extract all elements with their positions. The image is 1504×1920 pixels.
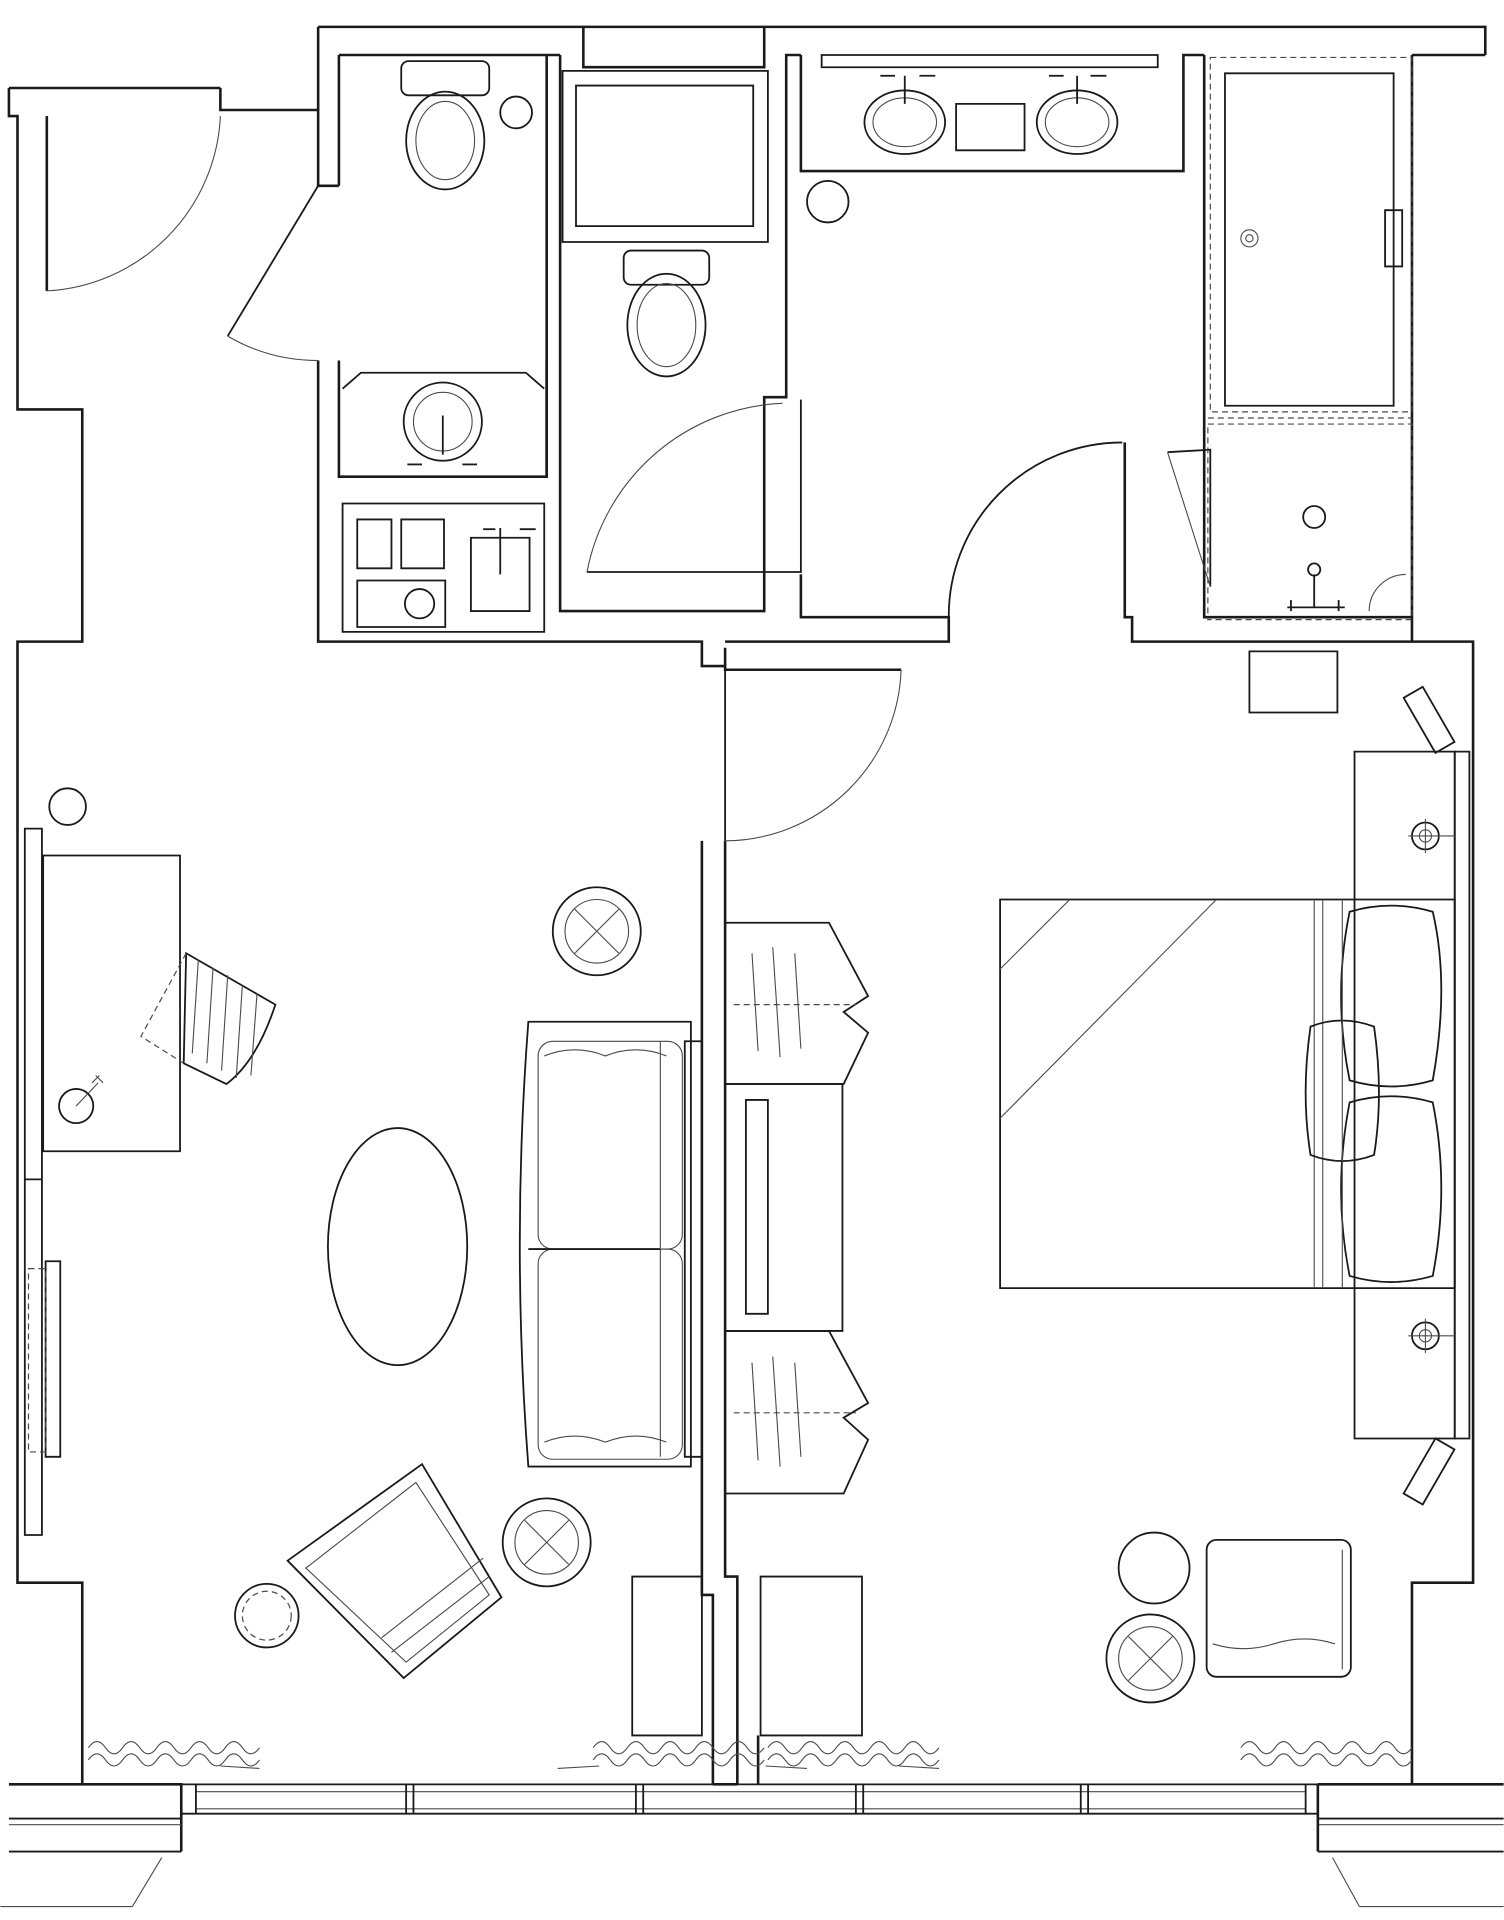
doors	[47, 116, 1406, 841]
minibar-cabinet	[343, 504, 545, 632]
desk	[43, 856, 180, 1152]
sink-icon	[1037, 76, 1118, 154]
walls	[9, 27, 1485, 1784]
window-icon	[0, 1784, 1503, 1906]
lamp-icon	[551, 886, 642, 977]
toilet-icon	[401, 61, 489, 189]
bathroom	[807, 55, 1158, 222]
living-room	[25, 788, 702, 1735]
sofa	[520, 1022, 702, 1467]
media-console	[725, 923, 868, 1494]
bedroom	[761, 651, 1470, 1735]
entry-door[interactable]	[47, 116, 221, 291]
lamp-icon	[501, 1497, 592, 1588]
lounge-chair	[288, 1464, 502, 1678]
shower	[1208, 57, 1412, 619]
powder-room	[343, 61, 545, 632]
powder-room-door[interactable]	[228, 186, 318, 361]
lamp-icon	[1105, 1613, 1196, 1704]
sink-icon	[343, 373, 545, 465]
oval-coffee-table	[328, 1128, 467, 1365]
desk-chair	[141, 953, 275, 1084]
curtain-icon	[87, 1740, 1413, 1769]
shower-door[interactable]	[1168, 450, 1406, 611]
wc-door[interactable]	[587, 400, 801, 572]
sink-icon	[864, 76, 945, 154]
lamp-icon	[59, 1075, 103, 1123]
side-table	[235, 1584, 299, 1648]
armchair	[1207, 1540, 1351, 1677]
toilet-icon	[624, 251, 710, 377]
nightstand	[1408, 1319, 1454, 1353]
bed	[1000, 900, 1455, 1289]
side-table	[1119, 1533, 1190, 1604]
wall-sconce	[1404, 687, 1455, 1505]
nightstand	[1408, 819, 1454, 853]
bedroom-door[interactable]	[725, 670, 901, 841]
bathroom-door[interactable]	[949, 442, 1123, 617]
water-closet	[563, 71, 768, 377]
